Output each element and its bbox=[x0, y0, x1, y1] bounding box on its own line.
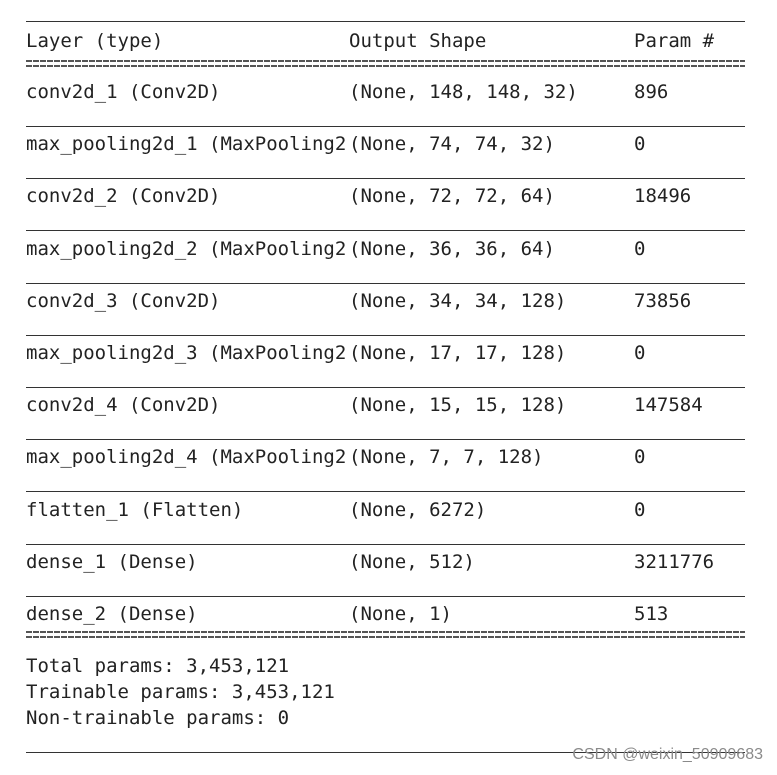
output-shape-cell: (None, 36, 36, 64) bbox=[349, 238, 555, 260]
footer-double-rule bbox=[26, 631, 745, 638]
header-layer: Layer (type) bbox=[26, 30, 164, 52]
top-rule bbox=[26, 21, 745, 22]
output-shape-cell: (None, 148, 148, 32) bbox=[349, 81, 578, 103]
param-count-cell: 0 bbox=[634, 342, 646, 364]
row-separator bbox=[26, 126, 745, 127]
param-count-cell: 896 bbox=[634, 81, 669, 103]
layer-name-cell: max_pooling2d_2 (MaxPooling2 bbox=[26, 238, 347, 260]
header-output-shape: Output Shape bbox=[349, 30, 487, 52]
layer-name-cell: dense_1 (Dense) bbox=[26, 551, 198, 573]
watermark: CSDN @weixin_50909683 bbox=[572, 746, 763, 763]
row-separator bbox=[26, 439, 745, 440]
output-shape-cell: (None, 7, 7, 128) bbox=[349, 446, 544, 468]
output-shape-cell: (None, 72, 72, 64) bbox=[349, 185, 555, 207]
trainable-params: Trainable params: 3,453,121 bbox=[26, 681, 335, 703]
row-separator bbox=[26, 283, 745, 284]
param-count-cell: 0 bbox=[634, 133, 646, 155]
layer-name-cell: max_pooling2d_4 (MaxPooling2 bbox=[26, 446, 347, 468]
row-separator bbox=[26, 491, 745, 492]
row-separator bbox=[26, 544, 745, 545]
output-shape-cell: (None, 17, 17, 128) bbox=[349, 342, 567, 364]
param-count-cell: 147584 bbox=[634, 394, 703, 416]
output-shape-cell: (None, 6272) bbox=[349, 499, 487, 521]
row-separator bbox=[26, 178, 745, 179]
row-separator bbox=[26, 335, 745, 336]
layer-name-cell: dense_2 (Dense) bbox=[26, 603, 198, 625]
output-shape-cell: (None, 34, 34, 128) bbox=[349, 290, 567, 312]
header-double-rule bbox=[26, 60, 745, 67]
header-param: Param # bbox=[634, 30, 715, 52]
output-shape-cell: (None, 1) bbox=[349, 603, 452, 625]
param-count-cell: 513 bbox=[634, 603, 669, 625]
output-shape-cell: (None, 74, 74, 32) bbox=[349, 133, 555, 155]
row-separator bbox=[26, 387, 745, 388]
layer-name-cell: conv2d_2 (Conv2D) bbox=[26, 185, 221, 207]
param-count-cell: 0 bbox=[634, 446, 646, 468]
layer-name-cell: conv2d_3 (Conv2D) bbox=[26, 290, 221, 312]
total-params: Total params: 3,453,121 bbox=[26, 655, 290, 677]
layer-name-cell: max_pooling2d_1 (MaxPooling2 bbox=[26, 133, 347, 155]
output-shape-cell: (None, 512) bbox=[349, 551, 475, 573]
layer-name-cell: max_pooling2d_3 (MaxPooling2 bbox=[26, 342, 347, 364]
layer-name-cell: conv2d_4 (Conv2D) bbox=[26, 394, 221, 416]
bottom-rule bbox=[26, 752, 745, 753]
param-count-cell: 18496 bbox=[634, 185, 692, 207]
layer-name-cell: conv2d_1 (Conv2D) bbox=[26, 81, 221, 103]
param-count-cell: 3211776 bbox=[634, 551, 715, 573]
param-count-cell: 73856 bbox=[634, 290, 692, 312]
row-separator bbox=[26, 230, 745, 231]
param-count-cell: 0 bbox=[634, 238, 646, 260]
param-count-cell: 0 bbox=[634, 499, 646, 521]
output-shape-cell: (None, 15, 15, 128) bbox=[349, 394, 567, 416]
row-separator bbox=[26, 596, 745, 597]
non-trainable-params: Non-trainable params: 0 bbox=[26, 707, 290, 729]
layer-name-cell: flatten_1 (Flatten) bbox=[26, 499, 244, 521]
